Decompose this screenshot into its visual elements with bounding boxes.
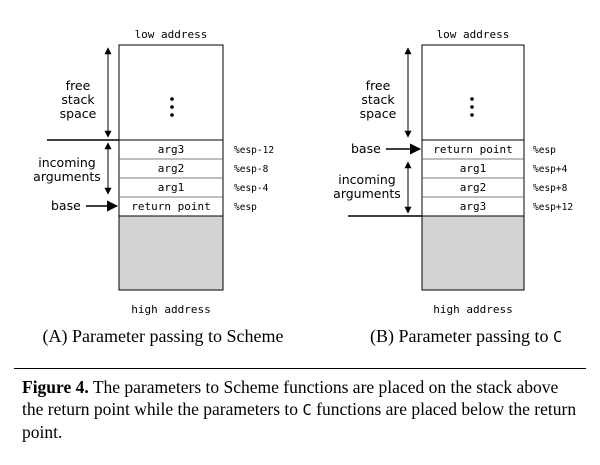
panel-a-cell-label: return point [131,200,210,213]
panel-b-subcaption: (B) Parameter passing to C [370,326,562,347]
panel-a-cell-label: arg3 [158,143,185,156]
panel-a-incoming-label: arguments [33,169,101,184]
panel-a: low address arg3 arg2 arg1 return point … [33,28,283,347]
panel-a-high-address: high address [131,303,210,316]
panel-a-shaded-block [118,215,224,291]
ellipsis-dot [170,113,174,117]
panel-a-incoming-label: incoming [38,155,95,170]
panel-b-free-label: free [366,78,391,93]
ellipsis-dot [470,105,474,109]
panel-a-free-label: free [66,78,91,93]
panel-b-incoming-label: arguments [333,186,401,201]
panel-b-cell-label: return point [433,143,512,156]
panel-b-incoming-label: incoming [338,172,395,187]
caption-text: functions are placed below the return po… [22,399,577,442]
caption-rule [14,368,586,369]
caption-code: C [302,401,312,419]
panel-b-offset: %esp+4 [533,164,568,175]
panel-b-base-label: base [351,141,381,156]
panel-b-low-address: low address [437,28,510,41]
caption-text: The parameters to Scheme functions are p… [22,377,559,419]
panel-b-free-label: stack [361,92,395,107]
panel-a-cell-label: arg2 [158,162,185,175]
panel-a-offset: %esp-12 [234,145,274,156]
panel-b-high-address: high address [433,303,512,316]
panel-b-free-label: space [360,106,397,121]
panel-b-offset: %esp [533,145,556,156]
panel-a-subcaption: (A) Parameter passing to Scheme [43,326,284,347]
panel-a-base-label: base [51,198,81,213]
panel-b-cell-label: arg2 [460,181,487,194]
ellipsis-dot [470,113,474,117]
panel-b-offset: %esp+8 [533,183,568,194]
panel-a-offset: %esp-8 [234,164,269,175]
panel-a-offset: %esp-4 [234,183,269,194]
panel-a-low-address: low address [135,28,208,41]
ellipsis-dot [170,105,174,109]
figure-caption: Figure 4. The parameters to Scheme funct… [22,376,584,443]
ellipsis-dot [170,97,174,101]
panel-b-shaded-block [421,215,525,291]
figure-label: Figure 4. [22,377,89,397]
panel-b-offset: %esp+12 [533,202,573,213]
panel-b-cell-label: arg3 [460,200,487,213]
panel-b-cell-label: arg1 [460,162,487,175]
panel-a-free-space-block [118,44,224,141]
ellipsis-dot [470,97,474,101]
panel-b-free-space-block [421,44,525,141]
panel-a-offset: %esp [234,202,257,213]
panel-a-cell-label: arg1 [158,181,185,194]
panel-b: low address return point arg1 arg2 arg3 … [333,28,573,347]
panel-b-subcaption-code: C [553,328,562,346]
panel-a-free-label: space [60,106,97,121]
panel-a-free-label: stack [61,92,95,107]
panel-b-subcaption-text: (B) Parameter passing to [370,326,553,347]
